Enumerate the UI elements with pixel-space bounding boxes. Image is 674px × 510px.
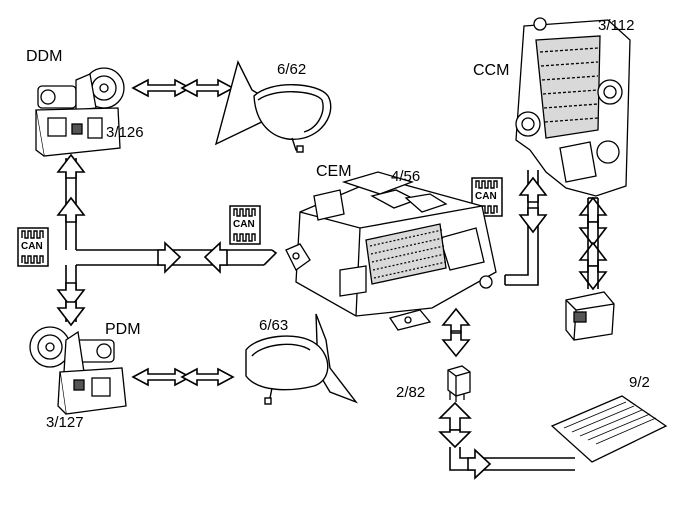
cem-name-label: CEM xyxy=(316,163,352,180)
signal-arrow-icon xyxy=(441,307,471,358)
can-badge-text-right: CAN xyxy=(475,191,497,202)
ccm-code-label: 3/112 xyxy=(598,17,635,34)
climate-module-icon xyxy=(565,291,615,341)
climate-module-icon xyxy=(515,17,631,197)
mirror-icon xyxy=(214,60,332,153)
can-badge-text-center: CAN xyxy=(233,219,255,230)
signal-arrow-icon xyxy=(467,448,492,480)
can-bus-icon xyxy=(229,205,261,245)
signal-arrow-icon xyxy=(131,78,235,98)
ddm-name-label: DDM xyxy=(26,48,63,65)
pdm-code-label: 3/127 xyxy=(46,414,84,431)
control-module-icon xyxy=(285,171,497,331)
signal-arrow-icon xyxy=(438,401,472,449)
heating-element-icon xyxy=(550,395,668,463)
heated-window-code-label: 9/2 xyxy=(629,374,650,391)
ccm-name-label: CCM xyxy=(473,62,510,79)
can-bus-icon xyxy=(17,227,49,267)
cem-code-label: 4/56 xyxy=(391,168,421,185)
signal-arrow-icon xyxy=(56,153,228,327)
pdm-name-label: PDM xyxy=(105,321,141,338)
mirror-icon xyxy=(245,313,359,405)
signal-arrow-icon xyxy=(131,367,235,387)
relay-icon xyxy=(447,365,471,402)
relay-code-label: 2/82 xyxy=(396,384,426,401)
ddm-code-label: 3/126 xyxy=(106,124,144,141)
right-mirror-code-label: 6/63 xyxy=(259,317,289,334)
left-mirror-code-label: 6/62 xyxy=(277,61,307,78)
door-module-icon xyxy=(35,67,125,157)
can-badge-text-left: CAN xyxy=(21,241,43,252)
door-module-icon xyxy=(29,326,127,415)
